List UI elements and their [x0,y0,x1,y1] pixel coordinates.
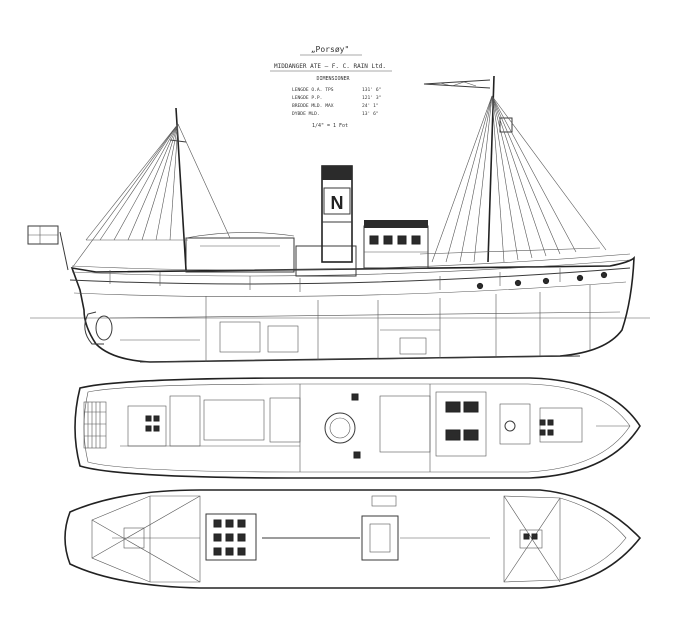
spec-label: BREDDE MLD. MAX [292,103,334,109]
engine-casing [295,245,357,277]
spec-value: 13' 6" [362,111,379,117]
aft-grating [83,401,107,449]
funnel: N [321,165,353,263]
fore-rigging [419,95,607,263]
spec-row: LENGDE P.P. 121' 3" [292,95,381,101]
portholes [476,271,608,290]
spec-row: LENGDE O.A. TPS 131' 6" [292,87,381,93]
engine-room [205,513,257,561]
spec-value: 24' 1" [362,103,379,109]
hull-outline [70,255,635,363]
pennant [423,79,491,89]
spec-label: LENGDE O.A. TPS [292,87,334,93]
spec-row: DYBDE MLD. 13' 6" [292,111,379,117]
stern-flag [27,225,69,271]
spec-value: 121' 3" [362,95,381,101]
aft-compartments [91,495,201,583]
funnel-letter: N [331,193,344,213]
aft-deckhouse [185,237,295,273]
deck-plan-outline [74,377,641,479]
fore-mast [419,75,607,263]
dimensions-heading: DIMENSIONER [316,76,350,82]
engine-skylight [324,412,356,444]
bulkheads [109,285,621,362]
deck-fittings [145,393,554,459]
deck-plan [74,377,641,479]
spec-label: DYBDE MLD. [292,111,320,117]
bulwark-rail [71,253,631,292]
fore-compartments [503,495,627,583]
aft-mast [71,107,231,271]
spec-label: LENGDE P.P. [292,95,322,101]
rudder [84,311,104,345]
hold-plan [64,489,642,589]
side-elevation: N [27,75,650,363]
hold-plan-outline [64,489,642,589]
wheelhouse [363,220,429,269]
spec-value: 131' 6" [362,87,381,93]
aft-rigging [71,123,231,269]
drawing-subtitle: MIDDANGER ATE — F. C. RAIN Ltd. [274,63,386,70]
scale-note: 1/4" = 1 Fot [312,123,348,129]
drawing-title: „Porsøy" [311,45,350,54]
title-block: „Porsøy" MIDDANGER ATE — F. C. RAIN Ltd.… [270,45,392,129]
spec-row: BREDDE MLD. MAX 24' 1" [292,103,379,109]
propeller [95,315,113,341]
